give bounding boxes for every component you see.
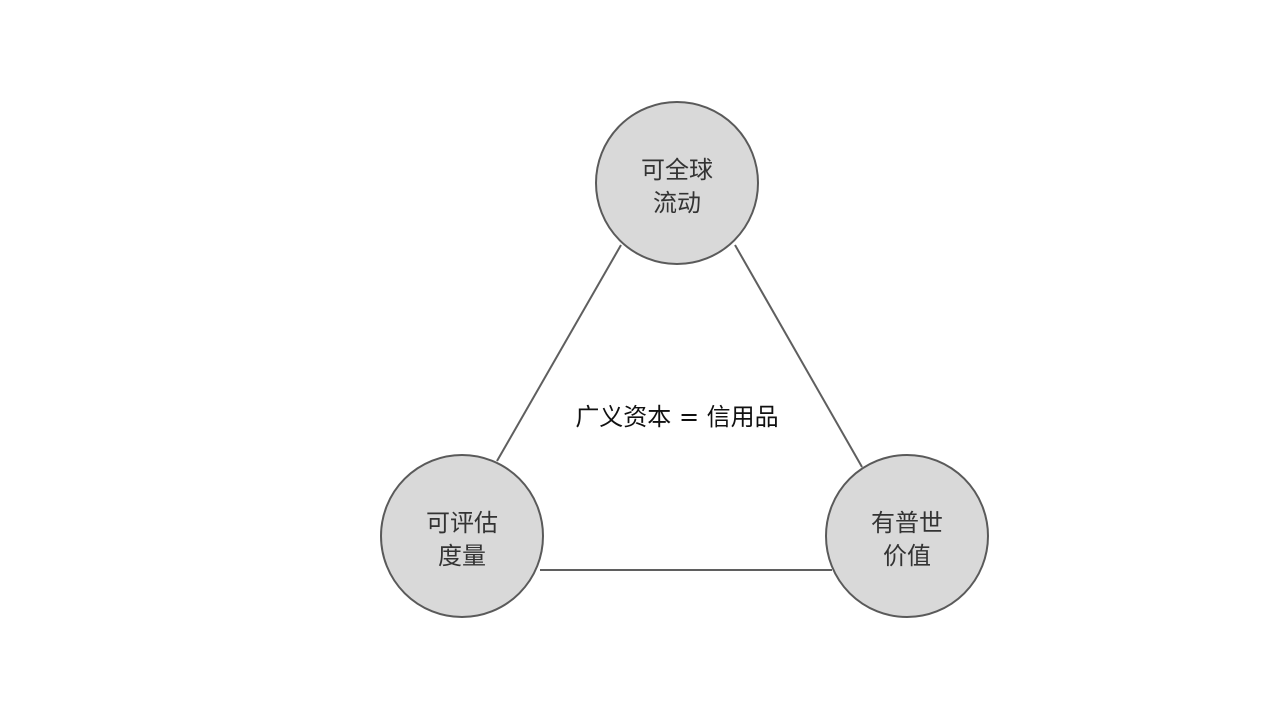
node-left-label-line1: 可评估 [426, 509, 498, 537]
edge-top-left [496, 244, 622, 462]
node-right-label-line1: 有普世 [871, 509, 943, 537]
node-right-label-line2: 价值 [883, 542, 931, 570]
node-right-circle [825, 454, 989, 618]
node-top-circle [595, 101, 759, 265]
center-label: 广义资本 = 信用品 [575, 403, 778, 431]
node-right: 有普世 价值 [825, 454, 989, 618]
node-top: 可全球 流动 [595, 101, 759, 265]
node-left-label-line2: 度量 [438, 542, 486, 570]
node-left-circle [380, 454, 544, 618]
node-top-label-line2: 流动 [653, 189, 701, 217]
node-left: 可评估 度量 [380, 454, 544, 618]
edge-top-right [734, 244, 863, 468]
node-top-label-line1: 可全球 [641, 156, 713, 184]
